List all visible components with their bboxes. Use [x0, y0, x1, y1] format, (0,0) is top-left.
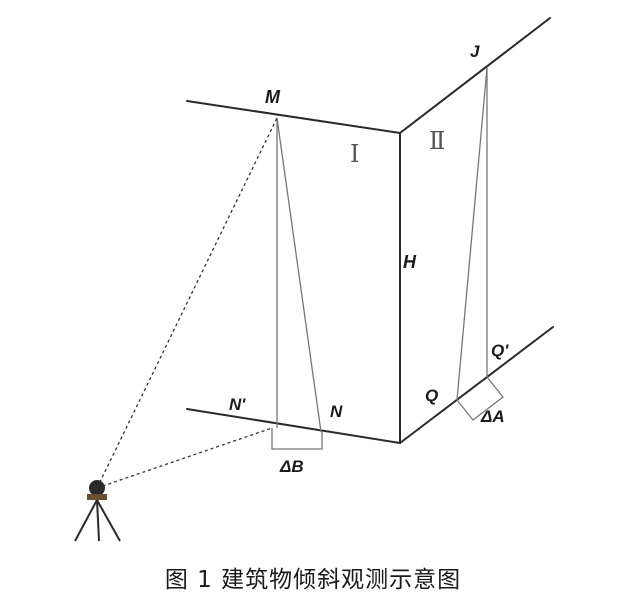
label-n-prime: N': [229, 395, 246, 414]
label-delta-a: ΔA: [480, 407, 505, 426]
sight-line-to-nprime: [96, 427, 273, 489]
label-q-prime: Q': [491, 341, 509, 360]
label-j: J: [470, 42, 480, 61]
wall-2-bottom-edge: [399, 326, 554, 444]
wall-1-bottom-edge: [186, 408, 401, 444]
delta-a-bracket: [456, 376, 504, 421]
figure-caption: 图 1 建筑物倾斜观测示意图: [164, 567, 462, 593]
label-delta-b: ΔB: [279, 457, 304, 476]
label-n: N: [330, 402, 343, 421]
label-q: Q: [425, 386, 438, 405]
theodolite-icon: [74, 480, 121, 542]
tilt-line-m-n: [276, 117, 322, 433]
wall-2-top-edge: [399, 17, 551, 134]
label-m: M: [265, 87, 281, 107]
sight-line-to-m: [96, 117, 278, 489]
label-wall-2: Ⅱ: [429, 127, 445, 155]
wall-1-top-edge: [186, 100, 401, 134]
tilt-line-j-q: [456, 67, 488, 401]
label-h: H: [403, 252, 417, 272]
delta-b-bracket: [271, 428, 323, 450]
label-wall-1: Ⅰ: [350, 140, 359, 168]
